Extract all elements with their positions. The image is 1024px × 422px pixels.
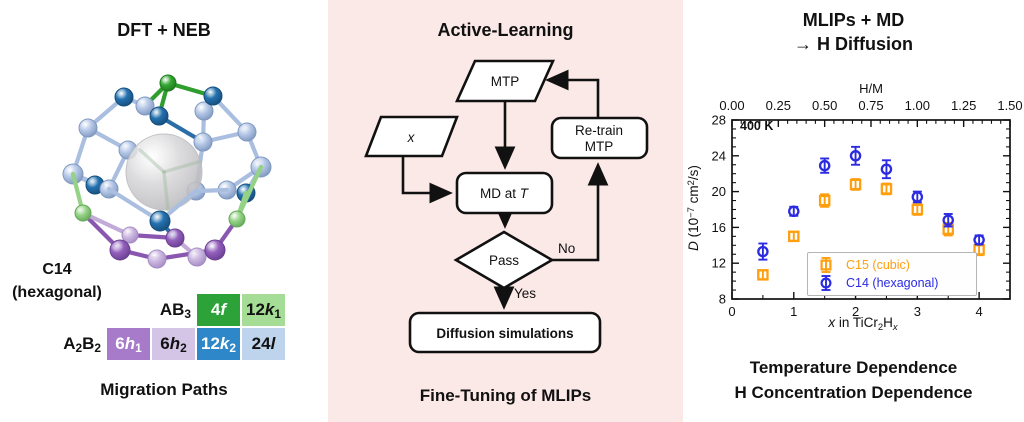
svg-text:12: 12 (712, 256, 726, 271)
active-learning-flowchart: MTP x Re-train MTP MD at T Pass Diffusio… (364, 59, 649, 354)
svg-text:4: 4 (975, 304, 982, 319)
svg-text:20: 20 (712, 184, 726, 199)
svg-text:1.25: 1.25 (951, 98, 976, 113)
arrow-x-to-md (401, 156, 453, 204)
panel-active-learning: Active-Learning MTP x Re-trai (328, 0, 683, 422)
legend-item-c15: C15 (cubic) (818, 256, 968, 274)
yes-label: Yes (514, 286, 536, 301)
mtp-parallelogram (454, 59, 556, 103)
svg-text:16: 16 (712, 220, 726, 235)
svg-text:2: 2 (852, 304, 859, 319)
c14-structure-image (62, 74, 272, 269)
c15-square-marker-icon (820, 257, 832, 273)
chart-legend: C15 (cubic) C14 (hexagonal) (807, 252, 977, 296)
retrain-label-line2: MTP (585, 139, 614, 154)
legend-item-c14: C14 (hexagonal) (818, 274, 968, 292)
svg-text:3: 3 (914, 304, 921, 319)
svg-text:1: 1 (790, 304, 797, 319)
diffusion-box (408, 311, 602, 354)
right-panel-title: MLIPs + MD → H Diffusion (794, 10, 913, 55)
svg-text:1.50: 1.50 (997, 98, 1022, 113)
panel-h-diffusion: MLIPs + MD → H Diffusion H/M 0.00 0.25 0.50… (683, 0, 1024, 422)
arrow-no-to-retrain (552, 162, 609, 262)
mtp-label: MTP (491, 74, 520, 89)
c14-circle-marker-icon (820, 275, 832, 291)
svg-text:H/M: H/M (859, 81, 883, 96)
left-panel-title: DFT + NEB (117, 20, 211, 40)
x-label: x (407, 130, 416, 145)
svg-text:0.00: 0.00 (719, 98, 744, 113)
svg-text:24: 24 (712, 148, 726, 163)
svg-text:28: 28 (712, 113, 726, 128)
md-box (455, 171, 554, 215)
retrain-box (550, 116, 649, 160)
svg-text:0.75: 0.75 (858, 98, 883, 113)
chart-y-axis-label: D (10−7 cm2/s) (685, 165, 701, 251)
middle-panel-title: Active-Learning (437, 20, 574, 40)
svg-text:0.50: 0.50 (812, 98, 837, 113)
svg-text:8: 8 (719, 292, 726, 307)
retrain-label-line1: Re-train (575, 123, 623, 138)
structure-phase-label: C14 (hexagonal) (12, 261, 102, 302)
right-panel-caption: Temperature Dependence H Concentration D… (734, 358, 973, 402)
diffusion-label: Diffusion simulations (436, 326, 573, 341)
svg-text:0: 0 (728, 304, 735, 319)
x-parallelogram (364, 115, 459, 158)
chart-temperature-annotation: 400 K (740, 119, 774, 133)
svg-text:1.00: 1.00 (905, 98, 930, 113)
chart-x-axis-label: x in TiCr2Hx (828, 315, 898, 333)
arrow-retrain-to-mtp (545, 69, 600, 118)
no-label: No (558, 241, 575, 256)
svg-text:0.25: 0.25 (766, 98, 791, 113)
md-label: MD at T (480, 186, 530, 201)
pass-diamond (453, 230, 555, 290)
middle-panel-caption: Fine-Tuning of MLIPs (419, 386, 592, 405)
pass-label: Pass (489, 253, 519, 268)
left-panel-caption: Migration Paths (100, 380, 228, 399)
